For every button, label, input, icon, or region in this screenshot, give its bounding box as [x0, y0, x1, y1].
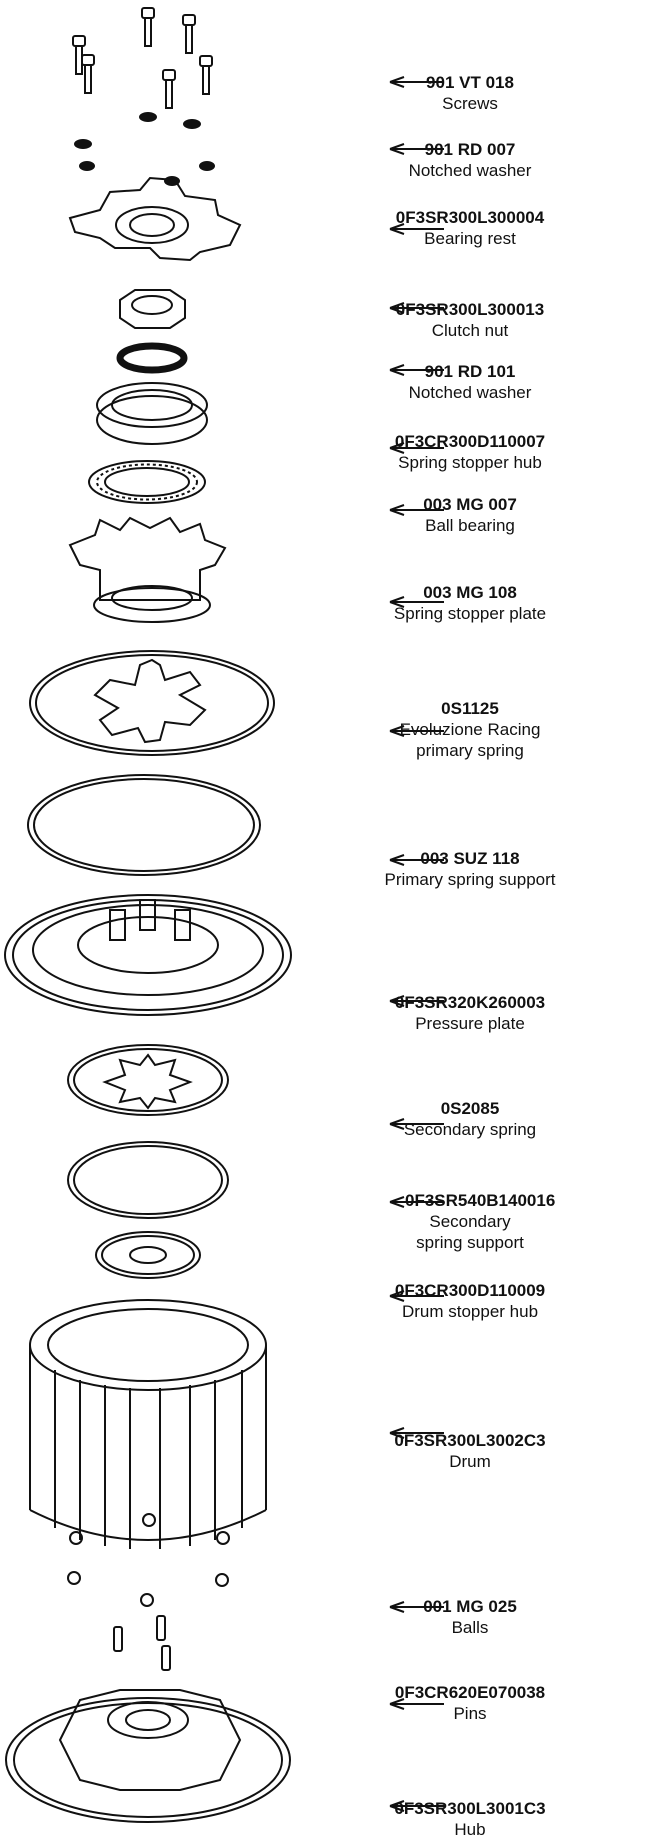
part-code: 0F3CR300D110007 — [394, 432, 546, 451]
part-description: Drum stopper hub — [401, 1302, 539, 1321]
leader-arrows — [389, 76, 444, 1812]
part-description: Drum — [449, 1452, 491, 1471]
arrow-icon — [389, 995, 444, 1007]
part-code: 003 SUZ 118 — [420, 849, 520, 868]
balls-illustration — [67, 1513, 230, 1607]
part-description: Evoluzione Racing primary spring — [399, 720, 541, 760]
secondary-spring-illustration — [67, 1044, 229, 1116]
arrow-icon — [389, 302, 444, 314]
arrow-icon — [389, 1118, 444, 1130]
arrow-icon — [389, 76, 444, 88]
bearing-rest-illustration — [68, 176, 242, 262]
part-description: Pressure plate — [415, 1014, 525, 1033]
part-description: Notched washer — [408, 383, 532, 402]
part-description: Primary spring support — [384, 870, 556, 889]
part-code: 0F3CR300D110009 — [394, 1281, 546, 1300]
notched-washer-ring — [116, 342, 188, 374]
part-description: Spring stopper plate — [393, 604, 547, 623]
part-code: 0S2085 — [440, 1099, 500, 1118]
arrow-icon — [389, 223, 444, 235]
part-code: 901 RD 101 — [424, 362, 516, 381]
arrow-icon — [389, 442, 444, 454]
pins-illustration — [113, 1615, 171, 1671]
drum-illustration — [29, 1299, 267, 1549]
part-code: 0F3CR620E070038 — [394, 1683, 546, 1702]
drum-stopper-hub-illustration — [95, 1231, 201, 1279]
arrow-icon — [389, 596, 444, 608]
arrow-icon — [389, 854, 444, 866]
part-code: 0F3SR540B140016 — [405, 1191, 556, 1210]
part-code: 003 MG 108 — [423, 583, 517, 602]
screws-illustration — [72, 7, 213, 109]
spring-stopper-hub-illustration — [96, 382, 208, 445]
part-code: 0F3SR300L300013 — [395, 300, 545, 319]
arrow-icon — [389, 504, 444, 516]
part-description: Clutch nut — [431, 321, 509, 340]
arrow-icon — [389, 143, 444, 155]
arrow-icon — [389, 364, 444, 376]
part-description: Bearing rest — [424, 229, 516, 248]
part-description: Secondary spring — [403, 1120, 537, 1139]
arrow-icon — [389, 725, 444, 737]
primary-spring-support-illustration — [27, 774, 261, 876]
hub-illustration — [5, 1689, 291, 1823]
arrow-icon — [389, 1601, 444, 1613]
spring-stopper-plate-illustration — [68, 516, 227, 623]
pressure-plate-illustration — [4, 894, 292, 1016]
part-code: 0F3SR300L3002C3 — [394, 1431, 546, 1450]
part-description: Spring stopper hub — [398, 453, 542, 472]
part-description: Hub — [454, 1820, 486, 1839]
part-code: 003 MG 007 — [423, 495, 517, 514]
arrow-icon — [389, 1800, 444, 1812]
part-description: Secondary spring support — [416, 1212, 524, 1252]
part-description: Ball bearing — [425, 516, 515, 535]
part-description: Notched washer — [408, 161, 532, 180]
notched-washers-illustration — [74, 112, 215, 186]
ball-bearing-illustration — [88, 460, 206, 504]
part-code: 0F3SR300L3001C3 — [394, 1799, 546, 1818]
part-description: Screws — [442, 94, 498, 113]
part-description: Balls — [451, 1618, 489, 1637]
part-description: Pins — [453, 1704, 487, 1723]
clutch-nut-illustration — [119, 289, 186, 329]
arrow-icon — [389, 1196, 444, 1208]
part-code: 901 RD 007 — [424, 140, 516, 159]
part-code: 901 VT 018 — [426, 73, 514, 92]
primary-spring-illustration — [29, 650, 275, 756]
part-code: 0F3SR300L300004 — [395, 208, 545, 227]
secondary-spring-support-illustration — [67, 1141, 229, 1219]
arrow-icon — [389, 1698, 444, 1710]
part-code: 0F3SR320K260003 — [394, 993, 546, 1012]
arrow-icon — [389, 1290, 444, 1302]
part-code: 0S1125 — [441, 699, 499, 718]
arrow-icon — [389, 1427, 444, 1439]
part-code: 001 MG 025 — [423, 1597, 517, 1616]
